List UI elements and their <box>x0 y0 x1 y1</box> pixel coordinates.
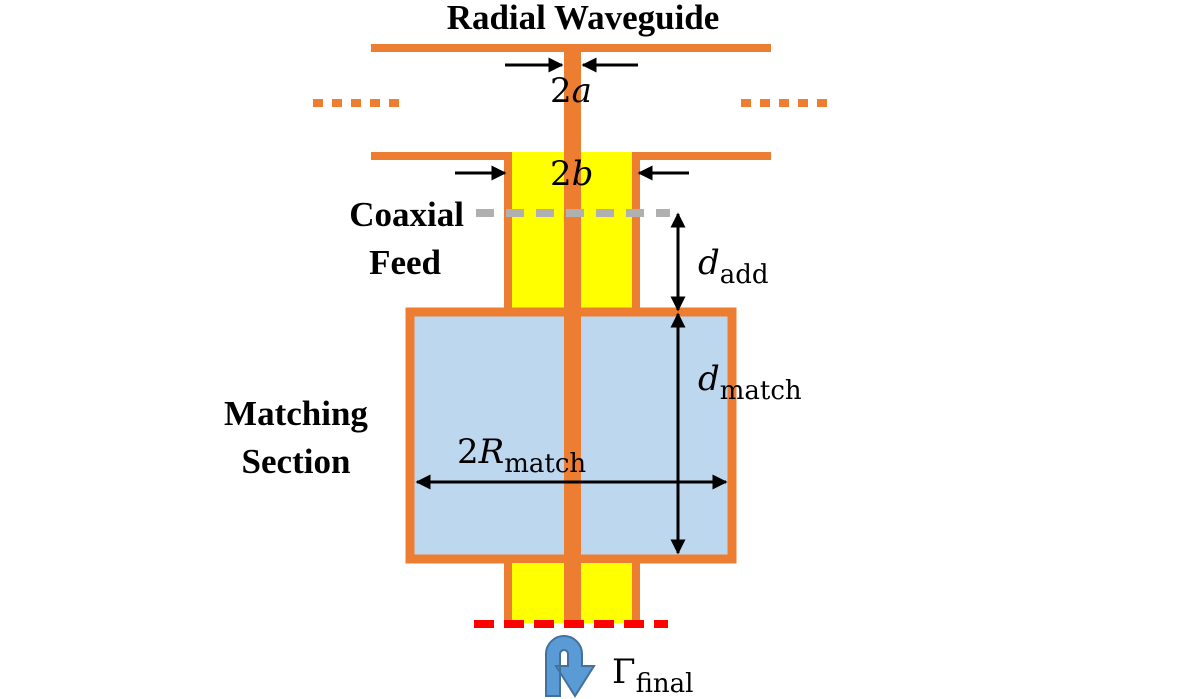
matching-section-label-line1: Matching <box>224 394 368 433</box>
matching-section-label-line2: Section <box>242 442 351 481</box>
inner-diameter-label: 2a <box>550 71 592 111</box>
reflection-arrow-icon <box>545 635 596 698</box>
inner-conductor <box>564 44 581 625</box>
gamma-final-label: Γfinal <box>612 652 694 699</box>
coaxial-feed-label-line1: Coaxial <box>349 195 464 234</box>
diagram-title: Radial Waveguide <box>447 0 720 37</box>
r-match-label: 2Rmatch <box>457 432 586 479</box>
d-add-label: dadd <box>698 243 769 290</box>
d-match-label: dmatch <box>698 359 802 406</box>
coaxial-feed-label-line2: Feed <box>369 243 441 282</box>
outer-diameter-label: 2b <box>550 154 593 194</box>
